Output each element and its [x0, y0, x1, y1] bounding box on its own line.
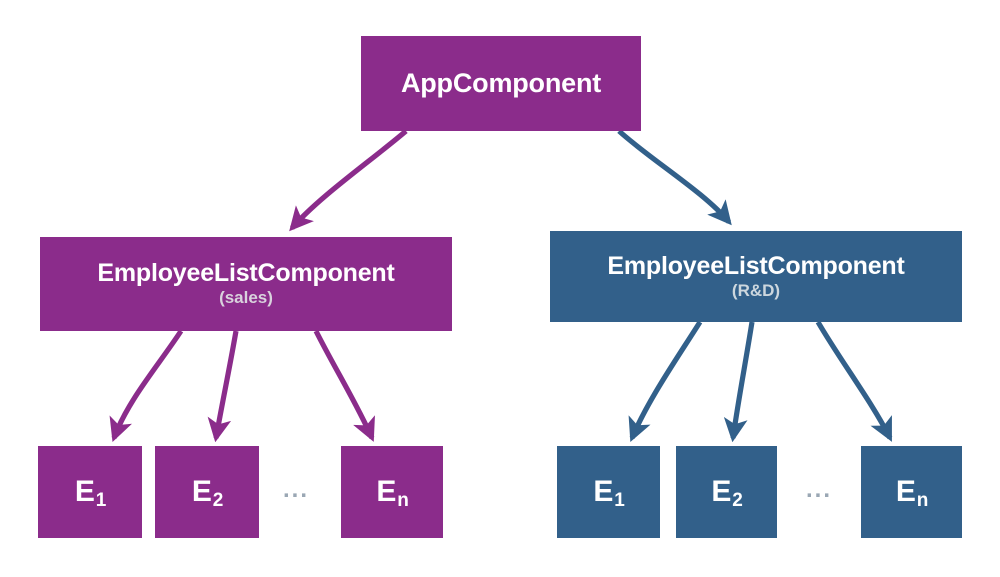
edge-rnd-to-leaf-n	[815, 320, 893, 442]
edge-app-to-rnd	[617, 129, 732, 226]
node-employee-rnd-n[interactable]: En	[861, 446, 962, 538]
edge-sales-to-leaf-2	[207, 330, 239, 443]
node-employee-sales-1-label: E1	[74, 474, 107, 511]
node-employee-rnd-2-label: E2	[711, 474, 743, 511]
employee-base-letter: E	[74, 474, 95, 508]
node-employee-list-rnd-subtitle: (R&D)	[731, 280, 781, 300]
node-employee-list-component-sales[interactable]: EmployeeListComponent (sales)	[40, 237, 452, 331]
node-employee-sales-n[interactable]: En	[341, 446, 443, 538]
node-employee-rnd-1[interactable]: E1	[557, 446, 660, 538]
employee-index: 2	[732, 489, 743, 511]
node-employee-sales-2[interactable]: E2	[155, 446, 259, 538]
employee-index: n	[916, 489, 929, 511]
node-employee-rnd-n-label: En	[895, 474, 929, 511]
employee-base-letter: E	[895, 474, 916, 508]
ellipsis-sales: ...	[283, 476, 310, 503]
node-employee-list-rnd-label: EmployeeListComponent	[607, 251, 905, 280]
employee-base-letter: E	[711, 474, 732, 508]
employee-index: n	[397, 489, 409, 511]
employee-base-letter: E	[593, 474, 614, 508]
node-employee-list-sales-subtitle: (sales)	[219, 288, 273, 308]
node-employee-rnd-2[interactable]: E2	[676, 446, 777, 538]
ellipsis-rnd: ...	[806, 476, 833, 503]
edge-rnd-to-leaf-1	[628, 320, 703, 442]
node-employee-sales-n-label: En	[376, 474, 409, 511]
employee-index: 2	[212, 489, 224, 511]
employee-index: 1	[95, 489, 107, 511]
node-employee-sales-2-label: E2	[191, 474, 224, 511]
node-employee-rnd-1-label: E1	[593, 474, 625, 511]
edge-app-to-sales	[289, 129, 408, 232]
edge-sales-to-leaf-n	[313, 329, 375, 442]
edge-rnd-to-leaf-2	[723, 321, 755, 443]
employee-base-letter: E	[376, 474, 397, 508]
node-app-component[interactable]: AppComponent	[361, 36, 641, 131]
edge-sales-to-leaf-1	[109, 329, 184, 443]
node-employee-list-sales-label: EmployeeListComponent	[97, 259, 395, 288]
employee-base-letter: E	[191, 474, 212, 508]
node-app-component-label: AppComponent	[400, 67, 602, 98]
node-employee-sales-1[interactable]: E1	[38, 446, 142, 538]
node-employee-list-component-rnd[interactable]: EmployeeListComponent (R&D)	[550, 231, 962, 322]
employee-index: 1	[614, 489, 625, 511]
